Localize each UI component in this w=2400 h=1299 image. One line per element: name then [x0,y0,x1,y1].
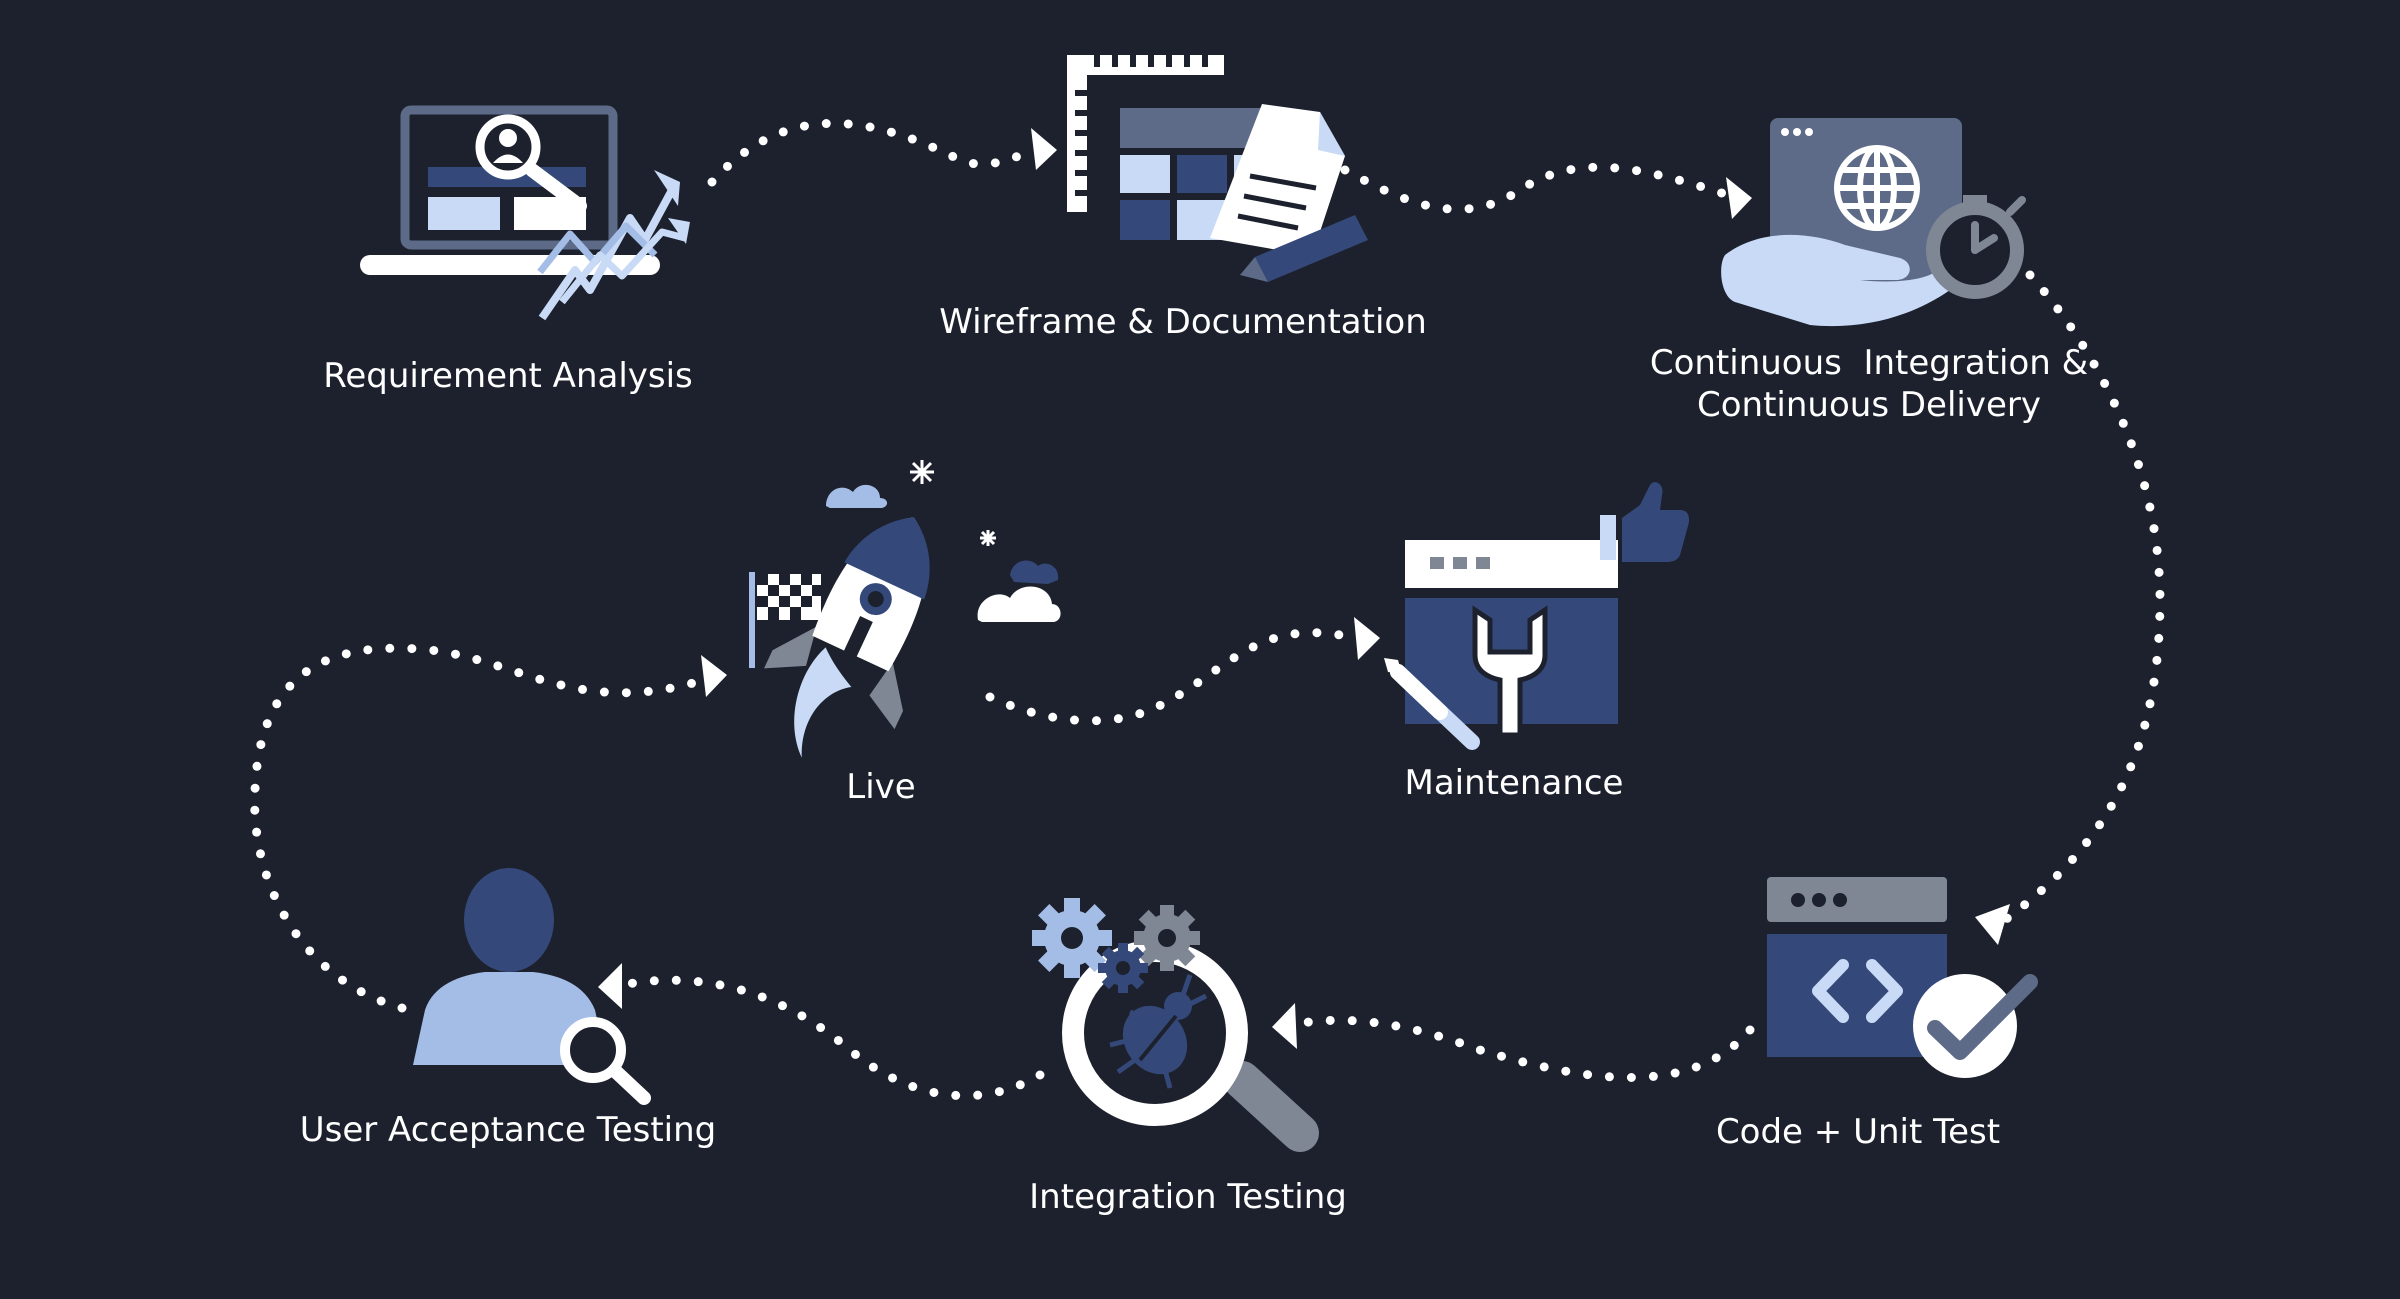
code-window-check-icon [1767,877,2038,1078]
arrowhead-maintenance [1354,617,1380,660]
connector-uat-to-live [250,643,715,1013]
maintenance-text: Maintenance [1404,763,1624,803]
arrowhead-cicd [1726,177,1752,219]
user-acceptance-testing-text: User Acceptance Testing [299,1110,717,1150]
connector-wireframe-to-cicd [1340,162,1733,214]
integration-testing-text: Integration Testing [1029,1177,1347,1217]
label-requirement-analysis: Requirement Analysis [323,355,693,397]
laptop-analysis-icon [360,105,690,321]
label-user-acceptance-testing: User Acceptance Testing [300,1109,717,1151]
arrowhead-live [701,655,727,697]
user-magnifier-icon [413,868,651,1105]
arrowhead-wireframe [1031,128,1057,170]
connector-integration-to-uat [617,975,1045,1101]
arrowhead-integration [1272,1003,1297,1049]
gears-bug-magnifier-icon [1032,898,1319,1152]
arrowhead-code [1975,904,2010,945]
wireframe-documentation-text: Wireframe & Documentation [939,302,1427,342]
connector-code-to-integration [1285,1015,1755,1082]
label-maintenance: Maintenance [1405,762,1624,804]
label-code-unit-test: Code + Unit Test [1716,1111,2000,1153]
arrowhead-uat [598,963,622,1009]
wireframe-docs-icon [1067,55,1368,282]
label-ci-cd: Continuous Integration & Continuous Deli… [1650,342,2088,426]
label-integration-testing: Integration Testing [1029,1176,1347,1218]
live-text: Live [846,767,916,807]
browser-wrench-icon [1384,482,1690,750]
code-unit-test-text: Code + Unit Test [1715,1112,2001,1152]
hand-globe-stopwatch-icon [1721,118,2026,327]
ci-cd-text-line2: Continuous Delivery [1697,385,2041,425]
connector-live-to-maintenance [985,628,1345,726]
requirement-analysis-text: Requirement Analysis [323,356,693,396]
ci-cd-text-line1: Continuous Integration & [1649,343,2089,383]
connector-analysis-to-wireframe [707,118,1038,187]
connector-cicd-to-code [2000,270,2165,925]
label-wireframe-documentation: Wireframe & Documentation [939,301,1427,343]
label-live: Live [846,766,915,808]
rocket-flag-icon [749,460,1061,758]
